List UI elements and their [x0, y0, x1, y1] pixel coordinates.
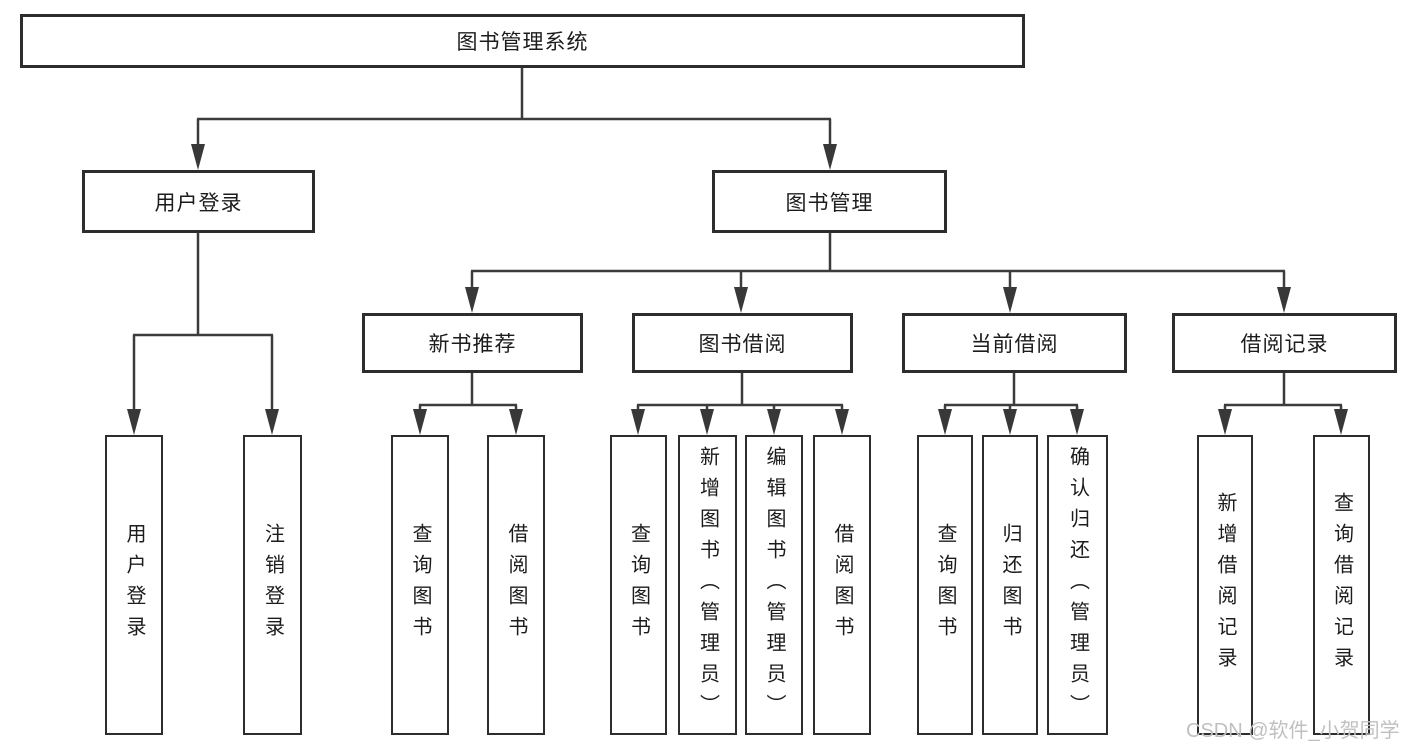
arrowhead	[835, 409, 849, 435]
node-leaf-label: 查询图书	[934, 523, 956, 647]
node-book-management: 图书管理	[712, 170, 947, 233]
arrowheads	[127, 144, 1348, 435]
node-leaf-return-book: 归还图书	[982, 435, 1038, 735]
node-new-book-recommend-label: 新书推荐	[428, 333, 517, 356]
node-leaf-label: 查询借阅记录	[1330, 492, 1353, 678]
node-borrow-records-label: 借阅记录	[1240, 333, 1329, 356]
node-root-label: 图书管理系统	[456, 31, 589, 54]
arrowhead	[767, 409, 781, 435]
node-leaf-label: 查询图书	[627, 523, 650, 647]
node-leaf-borrow-book: 借阅图书	[813, 435, 871, 735]
arrowhead	[191, 144, 205, 170]
node-leaf-query-borrow-record: 查询借阅记录	[1313, 435, 1370, 735]
node-leaf-confirm-return-admin: 确认归还（管理员）	[1047, 435, 1108, 735]
arrowhead	[413, 409, 427, 435]
node-leaf-query-book: 查询图书	[391, 435, 449, 735]
node-root: 图书管理系统	[20, 14, 1025, 68]
node-leaf-query-book: 查询图书	[917, 435, 973, 735]
arrowhead	[1070, 409, 1084, 435]
node-new-book-recommend: 新书推荐	[362, 313, 583, 373]
arrowhead	[1334, 409, 1348, 435]
arrowhead	[1218, 409, 1232, 435]
arrowhead	[631, 409, 645, 435]
arrowhead	[734, 287, 748, 313]
node-book-borrow-label: 图书借阅	[698, 333, 787, 356]
node-book-borrow: 图书借阅	[632, 313, 853, 373]
node-current-borrow: 当前借阅	[902, 313, 1127, 373]
arrowhead	[1003, 287, 1017, 313]
node-leaf-label: 编辑图书（管理员）	[763, 445, 785, 725]
node-leaf-query-book: 查询图书	[610, 435, 667, 735]
node-user-login: 用户登录	[82, 170, 315, 233]
arrowhead	[127, 409, 141, 435]
node-leaf-label: 归还图书	[999, 523, 1021, 647]
csdn-watermark: CSDN @软件_小贺同学	[1186, 720, 1400, 742]
arrowhead	[265, 409, 279, 435]
arrowhead	[938, 409, 952, 435]
arrowhead	[700, 409, 714, 435]
node-leaf-label: 借阅图书	[505, 523, 527, 647]
node-leaf-add-book-admin: 新增图书（管理员）	[678, 435, 737, 735]
arrowhead	[509, 409, 523, 435]
arrowhead	[1277, 287, 1291, 313]
arrowhead	[823, 144, 837, 170]
node-current-borrow-label: 当前借阅	[970, 333, 1059, 356]
node-leaf-label: 新增图书（管理员）	[696, 445, 719, 725]
node-leaf-edit-book-admin: 编辑图书（管理员）	[745, 435, 803, 735]
node-leaf-add-borrow-record: 新增借阅记录	[1197, 435, 1253, 735]
node-leaf-label: 注销登录	[261, 523, 284, 647]
node-leaf-logout: 注销登录	[243, 435, 302, 735]
node-borrow-records: 借阅记录	[1172, 313, 1397, 373]
arrowhead	[465, 287, 479, 313]
node-leaf-label: 用户登录	[123, 523, 145, 647]
node-leaf-label: 查询图书	[409, 523, 431, 647]
node-leaf-label: 新增借阅记录	[1214, 492, 1236, 678]
node-leaf-label: 借阅图书	[831, 523, 853, 647]
node-leaf-borrow-book: 借阅图书	[487, 435, 545, 735]
node-book-management-label: 图书管理	[785, 191, 874, 215]
node-leaf-user-login: 用户登录	[105, 435, 163, 735]
arrowhead	[1003, 409, 1017, 435]
connector-lines	[132, 68, 1343, 414]
node-leaf-label: 确认归还（管理员）	[1066, 445, 1089, 725]
node-user-login-label: 用户登录	[154, 191, 243, 215]
